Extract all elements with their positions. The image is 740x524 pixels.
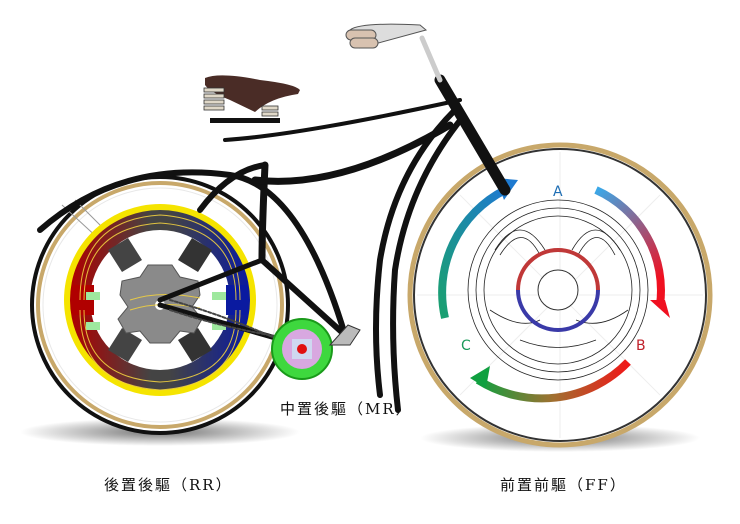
phase-label-b: B — [636, 338, 646, 354]
phase-arrow-b — [594, 186, 665, 306]
saddle — [203, 75, 300, 123]
phase-label-c: C — [461, 338, 471, 354]
caption-rear-drive: 後置後驅（RR） — [104, 476, 233, 494]
handlebar — [345, 23, 428, 49]
front-motor-field — [467, 199, 649, 381]
caption-front-drive: 前置前驅（FF） — [500, 476, 627, 494]
phase-label-a: A — [553, 184, 563, 200]
phase-arrow-a — [438, 186, 507, 319]
caption-mid-drive: 中置後驅（MR） — [280, 400, 413, 418]
mid-drive-motor — [271, 318, 361, 380]
front-wheel — [407, 142, 713, 448]
phase-arrow-c — [475, 359, 631, 403]
